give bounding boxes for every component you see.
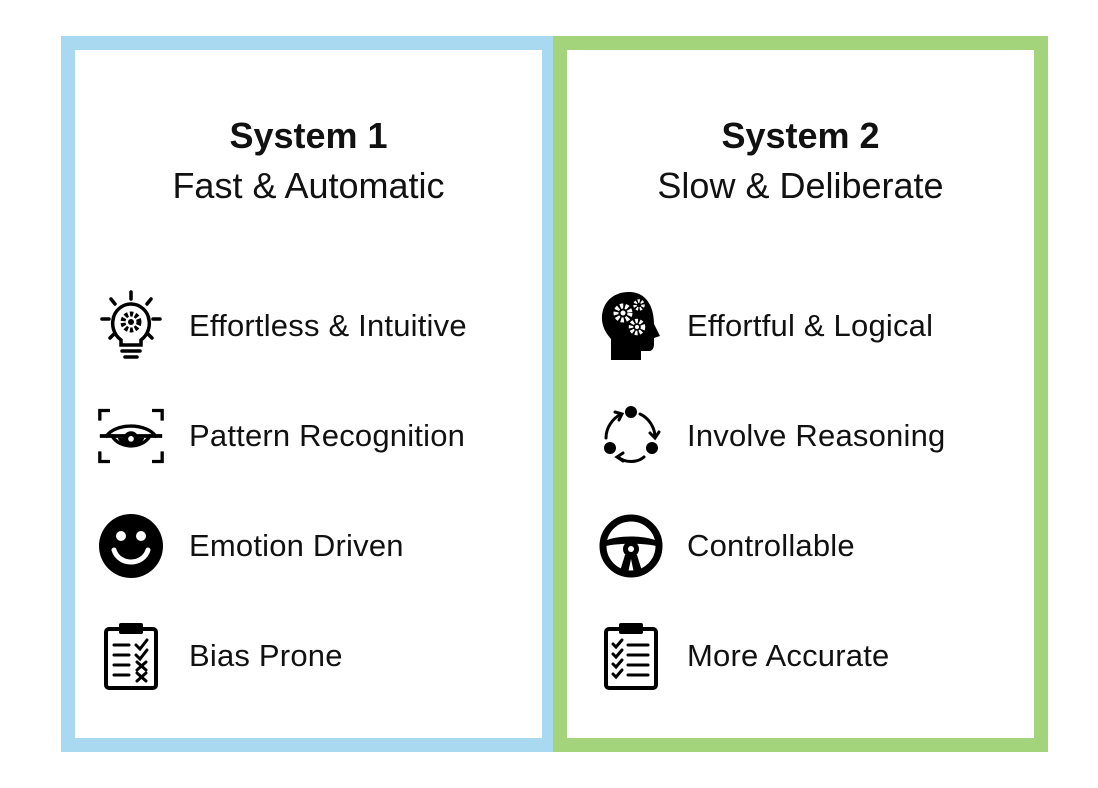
system1-item-label: Bias Prone	[189, 638, 343, 673]
system2-item-accurate: More Accurate	[597, 616, 1024, 696]
clipboard-checks-icon	[597, 619, 665, 693]
system1-item-effortless: Effortless & Intuitive	[97, 286, 532, 366]
system2-item-label: Involve Reasoning	[687, 418, 946, 453]
system2-item-controllable: Controllable	[597, 506, 1024, 586]
system1-item-pattern: Pattern Recognition	[97, 396, 532, 476]
system2-item-effortful: Effortful & Logical	[597, 286, 1024, 366]
system1-item-label: Emotion Driven	[189, 528, 404, 563]
smiley-face-icon	[97, 509, 165, 583]
system1-title: System 1	[229, 115, 388, 156]
system2-item-label: Effortful & Logical	[687, 308, 934, 343]
system2-item-label: Controllable	[687, 528, 855, 563]
system1-item-bias: Bias Prone	[97, 616, 532, 696]
system2-panel: System 2 Slow & Deliberate Effortful & L…	[553, 36, 1048, 752]
lightbulb-gear-icon	[97, 289, 165, 363]
system1-subtitle: Fast & Automatic	[172, 165, 445, 206]
system1-item-label: Pattern Recognition	[189, 418, 466, 453]
eye-scan-icon	[97, 399, 165, 473]
system1-item-emotion: Emotion Driven	[97, 506, 532, 586]
system2-item-reasoning: Involve Reasoning	[597, 396, 1024, 476]
system2-subtitle: Slow & Deliberate	[657, 165, 944, 206]
system1-panel: System 1 Fast & Automatic	[61, 36, 556, 752]
system2-title: System 2	[721, 115, 880, 156]
head-gears-icon	[597, 289, 665, 363]
steering-wheel-icon	[597, 509, 665, 583]
system1-item-label: Effortless & Intuitive	[189, 308, 467, 343]
system2-item-label: More Accurate	[687, 638, 890, 673]
cycle-arrows-icon	[597, 399, 665, 473]
system1-heading: System 1 Fast & Automatic	[75, 112, 542, 212]
system2-heading: System 2 Slow & Deliberate	[567, 112, 1034, 212]
clipboard-checklist-icon	[97, 619, 165, 693]
